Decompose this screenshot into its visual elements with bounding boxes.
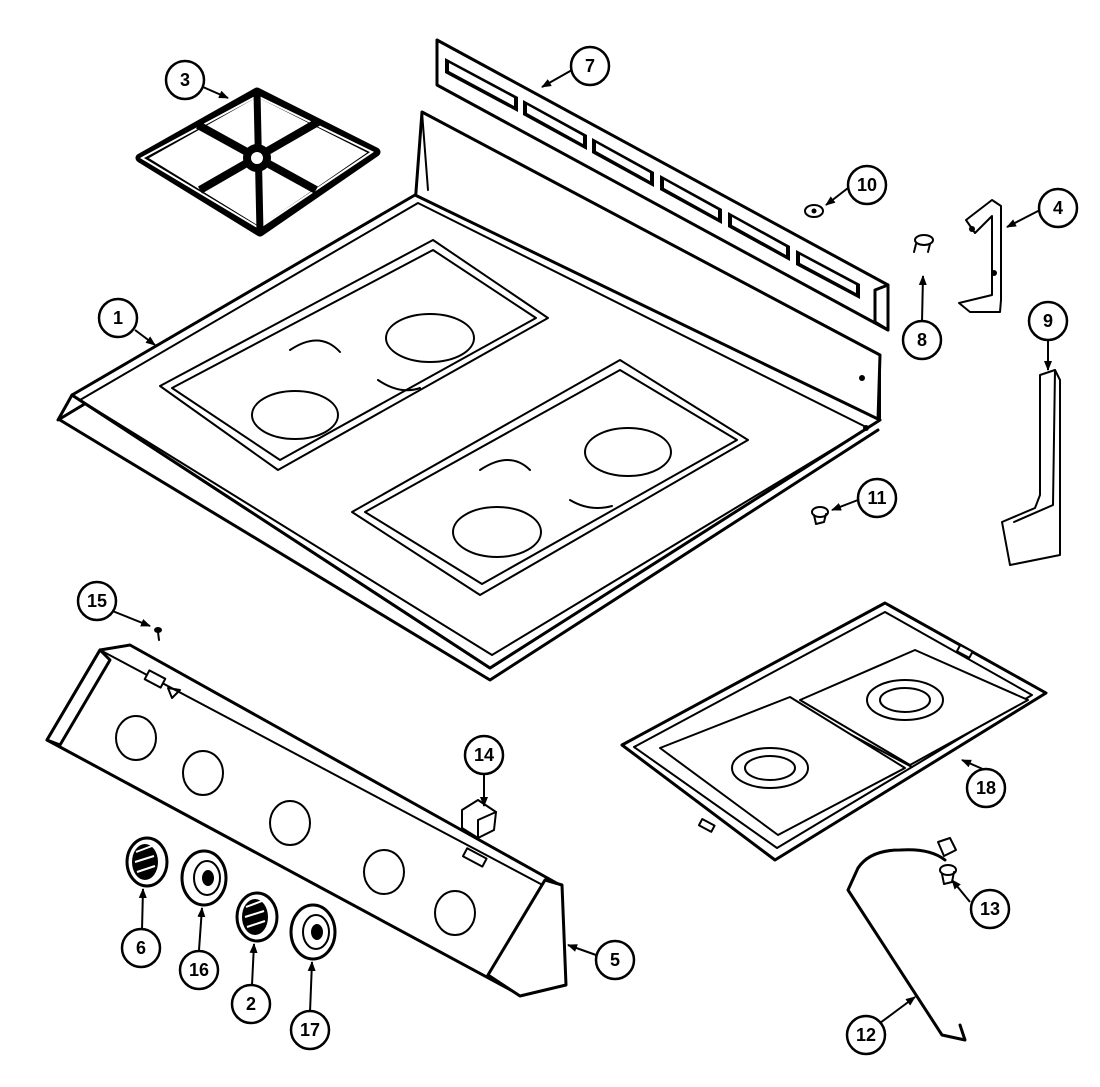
callout-label-9: 9 [1043, 311, 1053, 331]
callout-label-4: 4 [1053, 198, 1063, 218]
callout-label-12: 12 [856, 1025, 876, 1045]
part-bracket [958, 199, 1002, 313]
callout-label-8: 8 [917, 330, 927, 350]
callout-16: 16 [178, 949, 220, 991]
callout-label-1: 1 [113, 308, 123, 328]
callout-label-6: 6 [136, 938, 146, 958]
callout-label-5: 5 [610, 950, 620, 970]
part-backguard-vent-panel [435, 38, 890, 332]
part-knob-2 [235, 891, 279, 943]
part-bezel-16 [180, 849, 228, 907]
callout-3: 3 [164, 59, 206, 101]
part-switch [461, 799, 497, 839]
callout-13: 13 [969, 888, 1011, 930]
callout-17: 17 [289, 1009, 331, 1051]
part-wire-lead [846, 837, 967, 1042]
part-side-trim [1001, 369, 1061, 566]
part-control-panel [45, 643, 568, 998]
callout-18: 18 [965, 767, 1007, 809]
callout-label-17: 17 [300, 1020, 320, 1040]
callout-11: 11 [856, 477, 898, 519]
callout-9: 9 [1027, 300, 1069, 342]
callout-label-11: 11 [867, 488, 886, 508]
callout-label-13: 13 [980, 899, 1000, 919]
part-screw-tiny [154, 627, 162, 641]
callout-10: 10 [846, 164, 888, 206]
part-main-cooktop [56, 110, 882, 682]
callout-label-3: 3 [180, 70, 190, 90]
callout-14: 14 [463, 734, 505, 776]
part-bezel-17 [289, 903, 337, 961]
callout-2: 2 [230, 983, 272, 1025]
callout-label-15: 15 [87, 591, 107, 611]
callout-15: 15 [76, 580, 118, 622]
part-knob-6 [125, 836, 169, 888]
callout-label-10: 10 [857, 175, 877, 195]
part-screw-13 [939, 864, 957, 885]
leader-lines [109, 69, 1052, 1024]
part-burner-box [620, 601, 1048, 862]
callout-6: 6 [120, 927, 162, 969]
callout-7: 7 [569, 45, 611, 87]
part-burner-grate [135, 87, 381, 237]
callout-label-2: 2 [246, 994, 256, 1014]
callout-label-7: 7 [585, 56, 595, 76]
callout-12: 12 [845, 1014, 887, 1056]
callout-4: 4 [1037, 187, 1079, 229]
callout-8: 8 [901, 319, 943, 361]
callout-label-16: 16 [189, 960, 209, 980]
part-screw [913, 234, 934, 253]
callout-label-18: 18 [976, 778, 996, 798]
callout-1: 1 [97, 297, 139, 339]
callout-label-14: 14 [474, 745, 494, 765]
callout-5: 5 [594, 939, 636, 981]
part-screw-small [811, 506, 829, 525]
part-clip [804, 204, 824, 218]
